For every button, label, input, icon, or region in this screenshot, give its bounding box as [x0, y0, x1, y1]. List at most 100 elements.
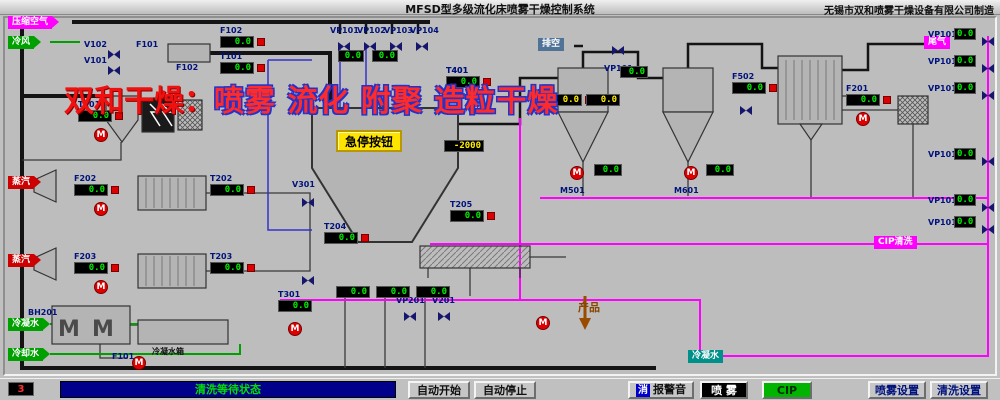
equipment-tag-label: M601	[674, 186, 699, 195]
valve-icon[interactable]	[740, 100, 752, 115]
valve-icon[interactable]	[108, 60, 120, 75]
flow-source-tag: 冷凝水	[8, 318, 51, 331]
equipment-tag-label: VP101	[330, 26, 359, 35]
display-tag-label: T205	[450, 200, 473, 209]
pump-motor-icon[interactable]: M	[94, 280, 108, 294]
equipment-tag-label: 冷凝水箱	[152, 347, 184, 356]
alarm-indicator[interactable]	[257, 38, 265, 46]
alarm-indicator[interactable]	[247, 264, 255, 272]
display-value: 0.0	[446, 76, 480, 88]
cip-button[interactable]: CIP	[762, 381, 812, 399]
process-value-display: 0.0	[376, 286, 410, 298]
svg-text:M: M	[92, 317, 114, 342]
arrow-head-icon	[34, 36, 42, 48]
alarm-indicator[interactable]	[487, 212, 495, 220]
equipment-tag-label: VP101	[928, 84, 957, 93]
process-value-display: 0.0	[954, 28, 977, 40]
display-value: 0.0	[324, 232, 358, 244]
pump-motor-icon[interactable]: M	[536, 316, 550, 330]
process-value-display: -2000	[444, 140, 484, 152]
flow-source-tag: 冷却水	[8, 348, 51, 361]
display-value: 0.0	[336, 286, 370, 298]
alarm-indicator[interactable]	[883, 96, 891, 104]
flow-source-tag: 蒸汽	[8, 254, 42, 267]
valve-icon[interactable]	[982, 219, 994, 234]
equipment-tag-label: VP102	[357, 26, 386, 35]
display-tag-label: T101	[220, 52, 243, 61]
clean-settings-button[interactable]: 清洗设置	[930, 381, 988, 399]
alarm-indicator[interactable]	[111, 186, 119, 194]
pipe-destination-tag: 冷凝水	[688, 350, 724, 363]
spray-settings-button[interactable]: 喷雾设置	[868, 381, 926, 399]
pump-motor-icon[interactable]: M	[684, 166, 698, 180]
mute-alarm-button[interactable]: 消报警音	[628, 381, 694, 399]
display-tag-label: T401	[446, 66, 469, 75]
display-value: 0.0	[78, 110, 112, 122]
alarm-indicator[interactable]	[247, 186, 255, 194]
alarm-indicator[interactable]	[115, 112, 123, 120]
alarm-indicator[interactable]	[483, 78, 491, 86]
alarm-indicator[interactable]	[257, 64, 265, 72]
valve-icon[interactable]	[438, 306, 450, 321]
spray-mode-button[interactable]: 喷 雾	[700, 381, 748, 399]
exhaust-filter	[897, 95, 929, 125]
display-value: 0.0	[548, 94, 582, 106]
equipment-tag-label: VP101	[928, 57, 957, 66]
auto-stop-button[interactable]: 自动停止	[474, 381, 536, 399]
pump-motor-icon[interactable]: M	[132, 356, 146, 370]
alarm-count-display: 3	[8, 382, 34, 396]
pump-motor-icon[interactable]: M	[288, 322, 302, 336]
bottom-toolbar: 3 清洗等待状态 自动开始 自动停止 消报警音 喷 雾 CIP 喷雾设置 清洗设…	[0, 378, 1000, 400]
pump-motor-icon[interactable]: M	[94, 128, 108, 142]
valve-icon[interactable]	[612, 40, 624, 55]
equipment-tag-label: V201	[432, 296, 455, 305]
equipment-tag-label: VP104	[410, 26, 439, 35]
display-value: 0.0	[594, 164, 622, 176]
equipment-tag-label: VP101	[928, 150, 957, 159]
pump-motor-icon[interactable]: M	[94, 202, 108, 216]
valve-icon[interactable]	[982, 151, 994, 166]
valve-icon[interactable]	[982, 58, 994, 73]
valve-icon[interactable]	[416, 36, 428, 51]
pump-motor-icon[interactable]: M	[570, 166, 584, 180]
mute-icon: 消	[636, 384, 650, 397]
valve-icon[interactable]	[982, 197, 994, 212]
app-title: MFSD型多级流化床喷雾干燥控制系统	[405, 3, 595, 16]
equipment-tag-label: BH201	[28, 308, 58, 317]
display-value: 0.0	[210, 262, 244, 274]
pump-motor-icon[interactable]: M	[856, 112, 870, 126]
valve-icon[interactable]	[302, 192, 314, 207]
valve-icon[interactable]	[338, 36, 350, 51]
auto-start-button[interactable]: 自动开始	[408, 381, 470, 399]
alarm-indicator[interactable]	[361, 234, 369, 242]
process-value-display: 0.0	[954, 194, 977, 206]
manufacturer-text: 无锡市双和喷雾干燥设备有限公司制造	[824, 6, 994, 17]
valve-icon[interactable]	[364, 36, 376, 51]
equipment-tag-label: F101	[136, 40, 159, 49]
valve-icon[interactable]	[108, 44, 120, 59]
process-value-display: 0.0	[336, 286, 370, 298]
display-value: 0.0	[372, 50, 398, 62]
display-tag-label: T301	[278, 290, 301, 299]
valve-icon[interactable]	[302, 270, 314, 285]
alarm-indicator[interactable]	[111, 264, 119, 272]
valve-icon[interactable]	[404, 306, 416, 321]
alarm-indicator[interactable]	[769, 84, 777, 92]
display-value: -2000	[444, 140, 484, 152]
display-tag-label: F201	[846, 84, 869, 93]
arrow-head-icon	[52, 16, 60, 28]
emergency-stop-button[interactable]: 急停按钮	[336, 130, 402, 152]
process-value-display: 0.0	[706, 164, 734, 176]
condensate-tank	[137, 319, 229, 345]
valve-icon[interactable]	[982, 31, 994, 46]
equipment-tag-label: T401	[446, 66, 469, 75]
valve-icon[interactable]	[982, 85, 994, 100]
display-value: 0.0	[450, 210, 484, 222]
valve-icon[interactable]	[390, 36, 402, 51]
